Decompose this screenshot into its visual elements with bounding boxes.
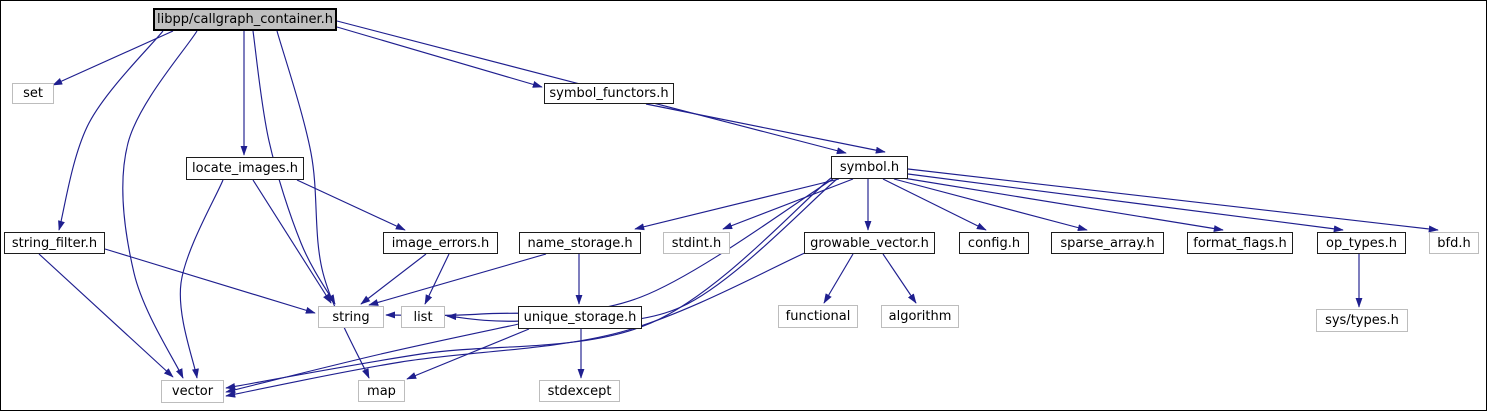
edge-symbol_functors-symbol	[645, 103, 886, 154]
node-name_storage[interactable]: name_storage.h	[519, 232, 641, 254]
node-sys_types: sys/types.h	[1316, 309, 1408, 332]
edge-symbol-name_storage	[634, 178, 840, 231]
node-string: string	[318, 306, 384, 328]
edge-symbol-op_types	[907, 173, 1344, 233]
edge-symbol-vector	[225, 177, 832, 390]
node-map: map	[358, 380, 405, 402]
node-stdexcept: stdexcept	[539, 380, 620, 402]
edge-image_errors-list	[424, 253, 450, 305]
node-growable_vector[interactable]: growable_vector.h	[804, 232, 935, 254]
node-list: list	[401, 306, 445, 328]
node-op_types[interactable]: op_types.h	[1317, 232, 1406, 254]
node-algorithm: algorithm	[881, 305, 959, 328]
edge-symbol-sparse_array	[893, 178, 1088, 232]
node-string_filter[interactable]: string_filter.h	[4, 232, 105, 254]
edge-locate_images-image_errors	[296, 179, 406, 231]
edge-root-map	[276, 30, 370, 379]
edge-root-set	[52, 30, 174, 86]
edge-symbol-stdint	[722, 178, 854, 230]
edge-root-string_filter	[58, 30, 164, 231]
edge-symbol-format_flags	[902, 177, 1224, 232]
node-set: set	[12, 83, 54, 104]
edge-image_errors-string	[360, 253, 427, 305]
node-sparse_array[interactable]: sparse_array.h	[1051, 232, 1164, 254]
node-image_errors[interactable]: image_errors.h	[383, 232, 498, 254]
edge-locate_images-string	[252, 179, 332, 304]
node-bfd: bfd.h	[1429, 232, 1479, 254]
node-config[interactable]: config.h	[959, 232, 1029, 254]
edge-symbol-list	[446, 178, 838, 323]
edge-root-string	[252, 30, 336, 305]
edge-string_filter-string	[104, 248, 316, 314]
edge-growable_vector-algorithm	[882, 253, 917, 304]
node-vector: vector	[161, 380, 224, 403]
edge-string_filter-vector	[38, 253, 174, 378]
edge-name_storage-string	[368, 253, 547, 306]
node-stdint: stdint.h	[663, 232, 730, 254]
node-symbol[interactable]: symbol.h	[831, 156, 908, 179]
node-symbol_functors[interactable]: symbol_functors.h	[544, 83, 674, 104]
edge-unique_storage-vector	[225, 323, 520, 394]
edge-symbol-bfd	[907, 168, 1439, 233]
node-root: libpp/callgraph_container.h	[153, 8, 337, 31]
edge-growable_vector-functional	[823, 253, 854, 304]
node-format_flags[interactable]: format_flags.h	[1187, 232, 1293, 254]
edge-locate_images-vector	[179, 179, 224, 379]
node-unique_storage[interactable]: unique_storage.h	[518, 306, 642, 329]
node-functional: functional	[778, 305, 858, 328]
edge-growable_vector-vector	[225, 251, 808, 398]
edge-root-vector	[122, 30, 198, 379]
edge-symbol-config	[882, 178, 987, 231]
node-locate_images[interactable]: locate_images.h	[186, 157, 304, 180]
edge-root-symbol_functors	[336, 26, 543, 88]
